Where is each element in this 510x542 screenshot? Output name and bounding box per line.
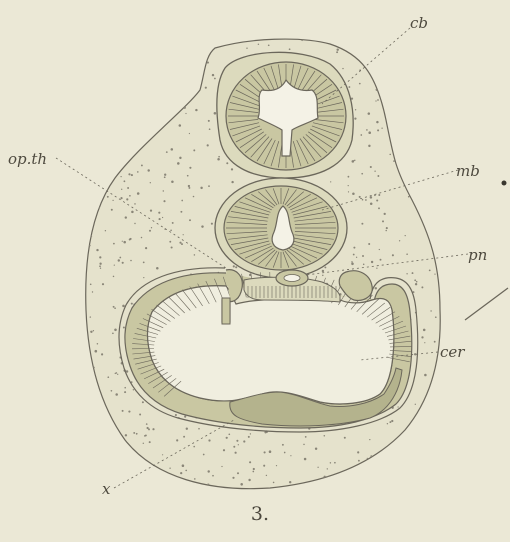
figure-number: 3. bbox=[240, 503, 280, 525]
stray-scratch bbox=[465, 288, 508, 320]
label-cb: cb bbox=[410, 14, 428, 32]
label-pn: pn bbox=[468, 246, 487, 264]
midbrain-vesicle bbox=[215, 178, 347, 278]
pineal-lumen bbox=[284, 275, 300, 282]
stray-dot bbox=[502, 181, 507, 186]
label-op-th: op.th bbox=[8, 150, 47, 168]
label-cer: cer bbox=[440, 343, 465, 361]
cerebellum-vesicle bbox=[217, 52, 353, 178]
label-mb: mb bbox=[456, 162, 480, 180]
label-x: x bbox=[102, 480, 111, 498]
optic-stalk bbox=[222, 298, 230, 324]
